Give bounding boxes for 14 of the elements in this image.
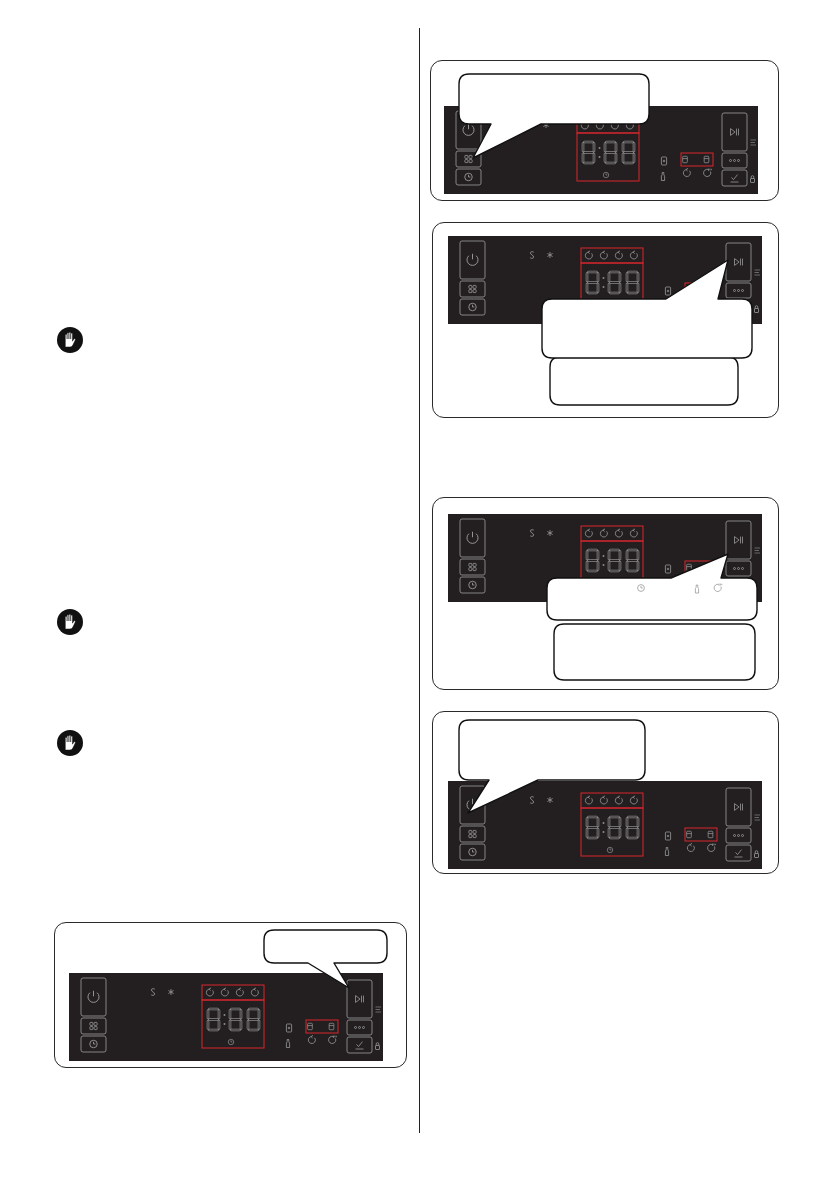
speech-bubble [546, 553, 758, 621]
figure-frame [430, 60, 779, 201]
speech-bubble [458, 73, 650, 159]
speech-bubble [458, 719, 646, 814]
bubble-box [553, 623, 756, 681]
figure-frame [432, 222, 779, 418]
figure-frame [54, 922, 407, 1068]
speech-bubble [541, 259, 753, 359]
bubble-box [549, 356, 739, 406]
speech-bubble [263, 929, 388, 989]
control-panel [69, 973, 383, 1061]
figure-frame [432, 497, 779, 690]
figure-frame [432, 711, 779, 874]
control-panel [448, 781, 762, 869]
